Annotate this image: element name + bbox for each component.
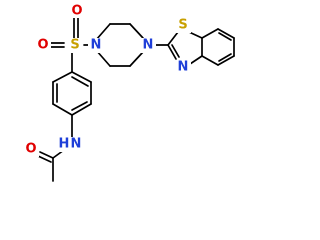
thiazole-nitrogen-label: N (178, 60, 189, 75)
bond-ph-3-double (71, 101, 88, 111)
bond-c5-c4 (217, 55, 235, 66)
bond-ph-4 (52, 103, 73, 116)
bond-pip-4 (129, 51, 144, 67)
molecule-diagram: S O O N N S N H N O (23, 3, 235, 182)
bond-c7a-c7 (201, 28, 219, 39)
bond-c4-c3a (201, 55, 219, 66)
bond-ph-1 (71, 71, 92, 83)
atoms: S O O N N S N H N O (23, 3, 191, 157)
thiazole-sulfur-label: S (178, 18, 187, 33)
bonds (37, 17, 235, 182)
bond-pip-3 (129, 23, 144, 39)
sulfonyl-oxygen-left-label: O (37, 38, 48, 53)
bond-ph-3 (71, 103, 92, 116)
amide-nitrogen-label: N (71, 137, 82, 152)
sulfonyl-sulfur-label: S (70, 38, 79, 53)
bond-ph-1-double (71, 76, 89, 87)
bond-pip-1 (95, 23, 111, 41)
piperazine-nitrogen-right-label: N (143, 38, 154, 53)
bond-s-c7a (188, 31, 203, 39)
bond-c7-c6 (217, 28, 235, 39)
bond-c2-n-double (171, 44, 180, 58)
bond-c2-s (167, 31, 179, 46)
bond-c2-n (167, 44, 177, 60)
bond-ph-6 (52, 71, 73, 83)
bond-c-o (39, 151, 54, 159)
amide-hydrogen-label: H (59, 137, 70, 152)
bond-n-c3a (189, 55, 203, 65)
piperazine-nitrogen-left-label: N (91, 38, 102, 53)
carbonyl-oxygen-label: O (25, 142, 36, 157)
bond-c5-c4-double (218, 53, 232, 62)
bond-c-o-double (37, 155, 52, 163)
bond-c7-c6-double (218, 32, 232, 41)
sulfonyl-oxygen-top-label: O (71, 4, 82, 19)
